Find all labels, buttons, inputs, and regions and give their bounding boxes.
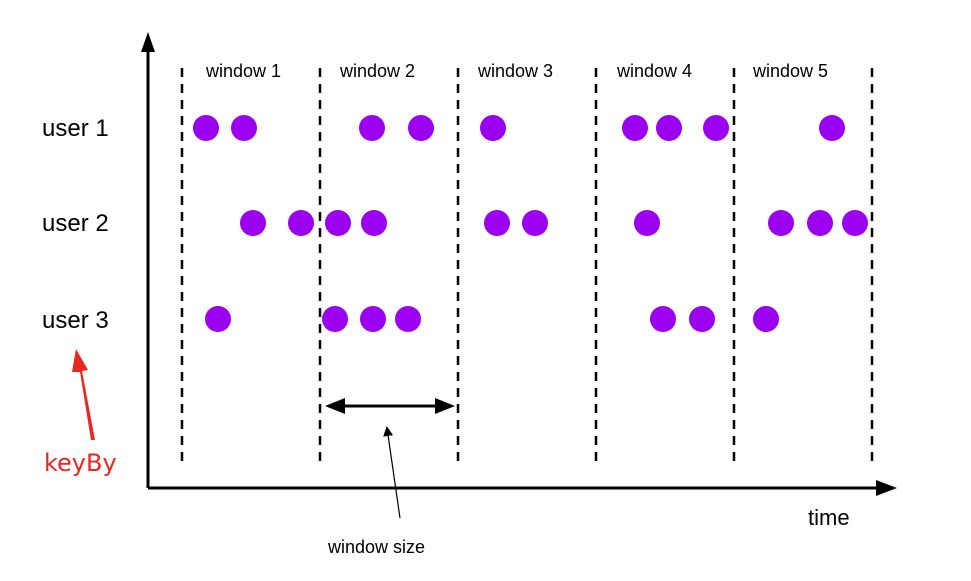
event-dot <box>322 306 348 332</box>
window-label-3: window 3 <box>477 61 553 81</box>
keyby-arrow <box>72 349 95 440</box>
event-dot <box>689 306 715 332</box>
user-1-events <box>193 115 845 141</box>
user-label-3: user 3 <box>42 307 109 334</box>
x-axis-arrowhead <box>876 480 897 496</box>
event-dot <box>480 115 506 141</box>
window-size-label: window size <box>327 537 425 557</box>
user-2-events <box>240 210 868 236</box>
event-dot <box>240 210 266 236</box>
event-dot <box>205 306 231 332</box>
event-dot <box>807 210 833 236</box>
event-dot <box>395 306 421 332</box>
event-dot <box>768 210 794 236</box>
window-size-arrowhead-left <box>325 398 345 414</box>
window-size-arrowhead-right <box>435 398 455 414</box>
event-dot <box>656 115 682 141</box>
event-dot <box>193 115 219 141</box>
window-boundaries <box>180 68 874 465</box>
event-dot <box>842 210 868 236</box>
user-label-1: user 1 <box>42 115 109 142</box>
event-dot <box>522 210 548 236</box>
event-dot <box>361 210 387 236</box>
window-size-indicator: window size <box>325 398 455 557</box>
x-axis-label: time <box>808 505 850 530</box>
window-label-5: window 5 <box>752 61 828 81</box>
event-dot <box>231 115 257 141</box>
user-label-2: user 2 <box>42 210 109 237</box>
window-label-2: window 2 <box>339 61 415 81</box>
event-dot <box>360 306 386 332</box>
event-dot <box>484 210 510 236</box>
x-axis <box>148 480 897 496</box>
event-dot <box>650 306 676 332</box>
keyby-annotation: keyBy <box>44 349 117 477</box>
event-dot <box>408 115 434 141</box>
event-dot <box>634 210 660 236</box>
event-dot <box>703 115 729 141</box>
event-dot <box>819 115 845 141</box>
window-size-pointer <box>383 426 401 519</box>
event-dot <box>622 115 648 141</box>
user-labels: user 1 user 2 user 3 <box>42 115 109 334</box>
event-dot <box>325 210 351 236</box>
y-axis-arrowhead <box>141 32 155 52</box>
window-label-1: window 1 <box>205 61 281 81</box>
window-label-4: window 4 <box>616 61 692 81</box>
event-dot <box>753 306 779 332</box>
window-labels: window 1 window 2 window 3 window 4 wind… <box>205 61 828 81</box>
event-dot <box>288 210 314 236</box>
event-dot <box>359 115 385 141</box>
user-3-events <box>205 306 779 332</box>
y-axis <box>141 32 155 488</box>
keyby-label: keyBy <box>44 449 117 477</box>
